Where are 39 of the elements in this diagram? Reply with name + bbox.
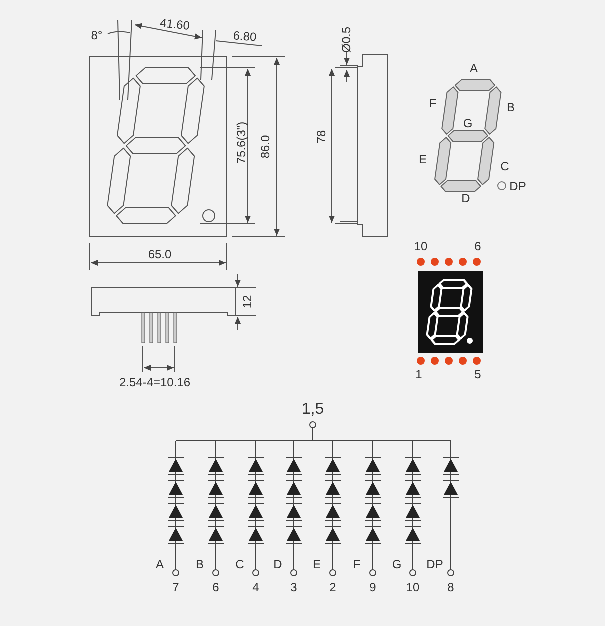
pin-number: 1 <box>416 368 422 382</box>
pin-number: 10 <box>406 582 420 594</box>
pin-number: 2 <box>330 582 336 594</box>
pin-number: 4 <box>252 582 260 594</box>
pin-number: 6 <box>474 240 482 254</box>
pin-number: 3 <box>290 582 298 594</box>
segment-label: D <box>462 192 470 206</box>
dimension-label: 6.80 <box>232 30 258 44</box>
dimension-label: 41.60 <box>159 16 191 34</box>
pin-number: 7 <box>172 582 180 594</box>
segment-label: G <box>392 558 402 572</box>
pin-number: 9 <box>370 582 376 594</box>
dimension-label: 65.0 <box>148 248 172 262</box>
segment-label: C <box>236 558 244 572</box>
dimension-label: 8° <box>91 30 103 42</box>
segment-label: E <box>313 558 321 572</box>
segment-label: C <box>500 160 510 174</box>
dimension-label: 78 <box>316 130 328 144</box>
segment-label: A <box>470 62 478 76</box>
dimension-label: Ø0.5 <box>340 27 354 53</box>
segment-label: F <box>353 558 361 572</box>
segment-label: D <box>274 558 282 572</box>
segment-label: A <box>156 558 164 572</box>
dimension-label: 2.54-4=10.16 <box>119 376 191 390</box>
dimension-label: 12 <box>242 295 254 309</box>
dimension-label: 75.6(3") <box>236 122 248 164</box>
segment-label: G <box>463 118 473 130</box>
segment-label: DP <box>510 180 526 194</box>
segment-label: B <box>196 558 204 572</box>
segment-label: DP <box>426 558 444 572</box>
pin-number: 6 <box>212 582 220 594</box>
segment-label: B <box>507 102 515 114</box>
segment-label: E <box>419 154 427 166</box>
pin-number: 8 <box>448 582 454 594</box>
segment-label: F <box>429 98 437 110</box>
dimension-label: 86.0 <box>260 135 272 159</box>
terminal-label: 1,5 <box>302 401 324 419</box>
pin-number: 5 <box>474 368 482 382</box>
pin-number: 10 <box>414 240 428 254</box>
